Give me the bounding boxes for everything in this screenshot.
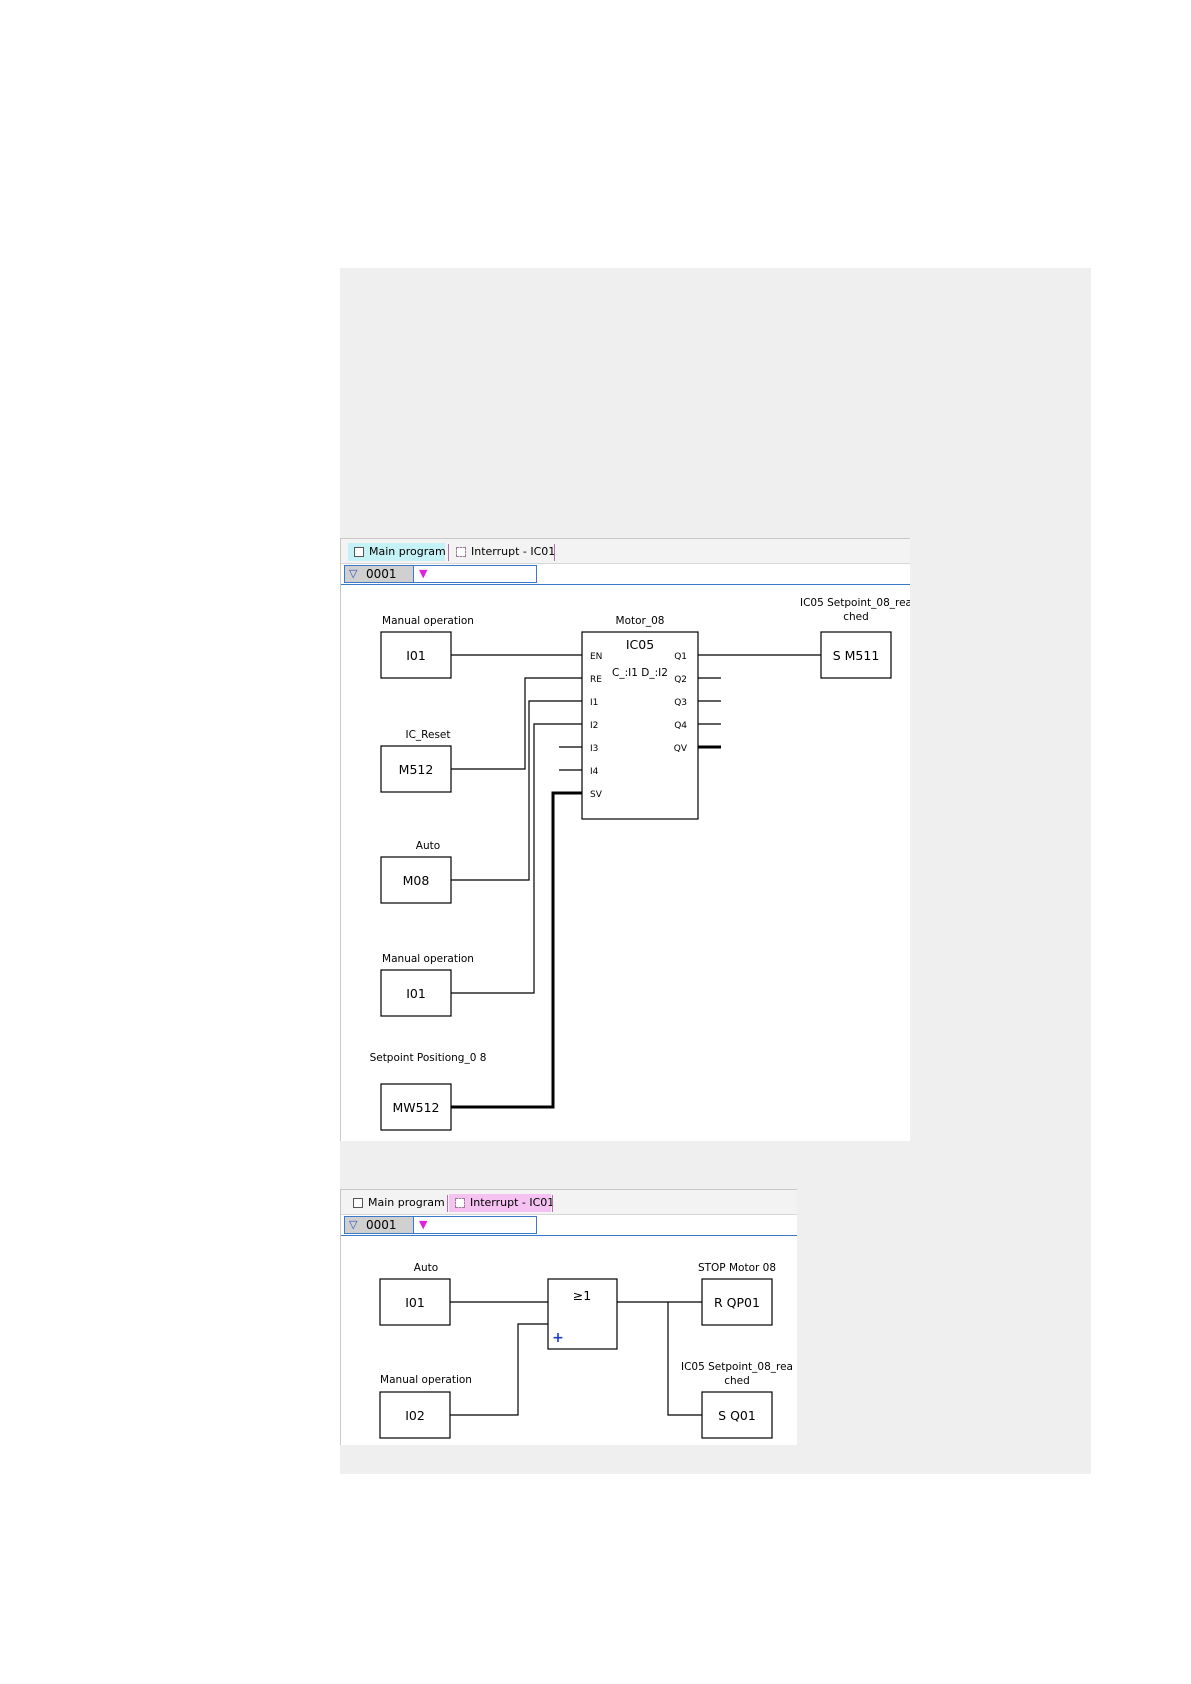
program-icon bbox=[354, 547, 364, 557]
network-marker-icon: ▼ bbox=[419, 1218, 428, 1231]
output-pin-qv: QV bbox=[674, 744, 688, 754]
coil-caption: IC05 Setpoint_08_rea bbox=[681, 1361, 793, 1373]
tab-separator bbox=[554, 544, 555, 561]
contact-operand: I01 bbox=[405, 1295, 425, 1310]
tab-main-program[interactable]: Main program bbox=[348, 543, 446, 561]
wire-i2 bbox=[451, 723, 582, 994]
tab-interrupt-ic01[interactable]: Interrupt - IC01 bbox=[449, 1194, 555, 1212]
contact-operand: M512 bbox=[399, 762, 434, 777]
wire-branch-s-q01 bbox=[667, 1302, 702, 1416]
tab-separator bbox=[552, 1195, 553, 1212]
function-block-caption: Motor_08 bbox=[616, 615, 665, 627]
interrupt-icon bbox=[455, 1198, 465, 1208]
tab-separator bbox=[447, 1195, 448, 1212]
function-block-name: IC05 bbox=[626, 637, 654, 652]
input-pin-i3: I3 bbox=[590, 744, 598, 754]
contact-caption: Setpoint Positiong_0 8 bbox=[370, 1052, 487, 1064]
network-header: ▽ 0001 ▼ bbox=[341, 1214, 797, 1236]
network-marker-icon: ▼ bbox=[419, 567, 428, 580]
fbd-network-diagram: Auto Manual operation I01 I02 ≥1 + STOP … bbox=[379, 1262, 793, 1439]
output-pin-q4: Q4 bbox=[674, 721, 687, 731]
wire-re bbox=[451, 677, 582, 770]
contact-operand: M08 bbox=[403, 873, 430, 888]
input-pin-i1: I1 bbox=[590, 698, 598, 708]
contact-caption: IC_Reset bbox=[405, 729, 450, 741]
contact-caption: Auto bbox=[416, 840, 440, 852]
wire-sv-word bbox=[451, 791, 582, 1109]
collapse-triangle-icon[interactable]: ▽ bbox=[349, 1218, 358, 1231]
or-block[interactable] bbox=[547, 1278, 618, 1350]
contact-caption: Manual operation bbox=[382, 953, 474, 965]
contact-operand: I01 bbox=[406, 986, 426, 1001]
function-block-ic05[interactable] bbox=[581, 631, 699, 820]
collapse-triangle-icon[interactable]: ▽ bbox=[349, 567, 358, 580]
network-selector[interactable]: ▽ 0001 bbox=[344, 1216, 414, 1234]
network-header: ▽ 0001 ▼ bbox=[341, 563, 910, 585]
input-pin-en: EN bbox=[590, 652, 602, 662]
output-pin-q1: Q1 bbox=[674, 652, 687, 662]
coil-caption: IC05 Setpoint_08_rea bbox=[800, 597, 910, 609]
function-block-parameters: C_:I1 D_:I2 bbox=[612, 667, 668, 679]
tab-bar: Main program Interrupt - IC01 bbox=[341, 539, 910, 564]
wire-or-input-2 bbox=[450, 1323, 548, 1416]
tab-label: Interrupt - IC01 bbox=[470, 1196, 555, 1209]
coil-operand: S M511 bbox=[833, 648, 880, 663]
tab-label: Main program bbox=[368, 1196, 445, 1209]
input-pin-i4: I4 bbox=[590, 767, 599, 777]
or-symbol: ≥1 bbox=[573, 1288, 591, 1303]
output-pin-q2: Q2 bbox=[674, 675, 687, 685]
contact-operand: I01 bbox=[406, 648, 426, 663]
coil-operand: S Q01 bbox=[718, 1408, 756, 1423]
tab-separator bbox=[448, 544, 449, 561]
interrupt-icon bbox=[456, 547, 466, 557]
fbd-network-diagram: Manual operation IC_Reset Auto Manual op… bbox=[370, 597, 910, 1131]
add-input-icon[interactable]: + bbox=[552, 1330, 564, 1346]
coil-operand: R QP01 bbox=[714, 1295, 760, 1310]
input-pin-sv: SV bbox=[590, 790, 603, 800]
program-icon bbox=[353, 1198, 363, 1208]
contact-operand: I02 bbox=[405, 1408, 425, 1423]
contact-caption: Manual operation bbox=[380, 1374, 472, 1386]
interrupt-editor: Main program Interrupt - IC01 ▽ 0001 ▼ bbox=[340, 1189, 797, 1445]
main-program-editor: Main program Interrupt - IC01 ▽ 0001 ▼ bbox=[340, 538, 910, 1141]
tab-label: Interrupt - IC01 bbox=[471, 545, 556, 558]
network-comment-field[interactable]: ▼ bbox=[414, 565, 537, 583]
contact-operand: MW512 bbox=[392, 1100, 439, 1115]
input-pin-re: RE bbox=[590, 675, 602, 685]
network-number: 0001 bbox=[366, 567, 397, 581]
tab-main-program[interactable]: Main program bbox=[347, 1194, 445, 1212]
input-pin-i2: I2 bbox=[590, 721, 598, 731]
coil-caption: STOP Motor 08 bbox=[698, 1262, 776, 1274]
coil-caption: ched bbox=[724, 1375, 750, 1387]
wire-i1 bbox=[451, 700, 582, 881]
tab-label: Main program bbox=[369, 545, 446, 558]
output-pin-q3: Q3 bbox=[674, 698, 687, 708]
contact-caption: Manual operation bbox=[382, 615, 474, 627]
coil-caption: ched bbox=[843, 611, 869, 623]
contact-caption: Auto bbox=[414, 1262, 438, 1274]
network-selector[interactable]: ▽ 0001 bbox=[344, 565, 414, 583]
network-comment-field[interactable]: ▼ bbox=[414, 1216, 537, 1234]
network-number: 0001 bbox=[366, 1218, 397, 1232]
tab-bar: Main program Interrupt - IC01 bbox=[341, 1190, 797, 1215]
tab-interrupt-ic01[interactable]: Interrupt - IC01 bbox=[450, 543, 556, 561]
